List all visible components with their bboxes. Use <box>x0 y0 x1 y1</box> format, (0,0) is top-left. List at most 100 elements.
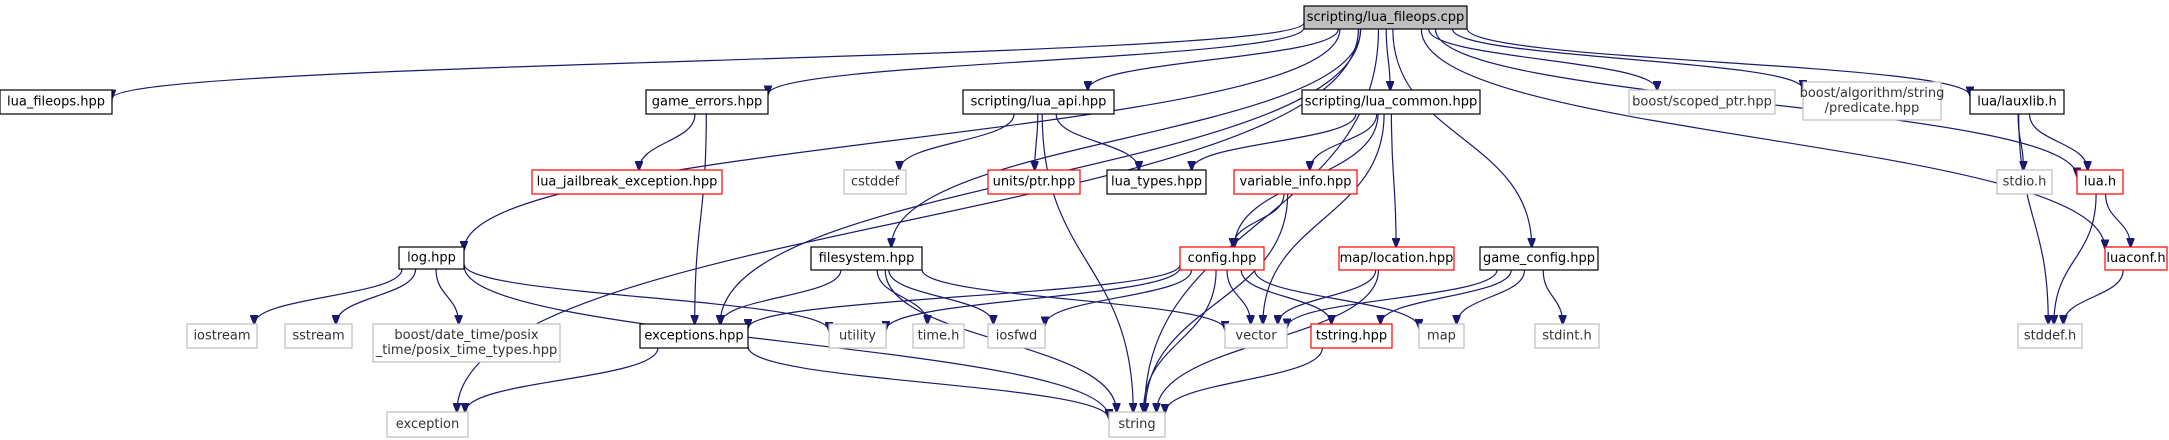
edge-game_config_hpp-to-map <box>1457 269 1526 324</box>
edge-filesystem_hpp-to-time_h <box>876 269 927 324</box>
node-boost_posix_time_types_hpp[interactable]: boost/date_time/posix_time/posix_time_ty… <box>372 323 561 363</box>
node-box-lua_h <box>2076 169 2124 195</box>
node-scripting_lua_common_hpp[interactable]: scripting/lua_common.hpp <box>1301 89 1481 115</box>
node-label-lua_h: lua.h <box>2084 175 2116 190</box>
nodes-layer: scripting/lua_fileops.cpp lua_fileops.hpp… <box>0 5 2168 438</box>
node-lua_lauxlib_h[interactable]: lua/lauxlib.h <box>1969 89 2065 115</box>
node-label-cstddef: cstddef <box>851 175 900 190</box>
node-cstddef[interactable]: cstddef <box>843 169 907 195</box>
edge-log_hpp-to-boost_posix_time_types_hpp <box>435 268 459 324</box>
edge-scripting_lua_api_hpp-to-lua_types_hpp <box>1055 113 1139 170</box>
edge-config_hpp-to-vector <box>1226 269 1251 324</box>
node-label-map: map <box>1427 329 1456 344</box>
node-box-lua_lauxlib_h <box>1969 89 2065 115</box>
node-box-units_ptr_hpp <box>987 169 1081 195</box>
node-game_config_hpp[interactable]: game_config.hpp <box>1479 246 1599 271</box>
node-box-iostream <box>186 323 258 349</box>
node-box-cstddef <box>843 169 907 195</box>
node-units_ptr_hpp[interactable]: units/ptr.hpp <box>987 169 1081 195</box>
node-label-units_ptr_hpp: units/ptr.hpp <box>993 175 1076 190</box>
node-box-lua_fileops_hpp <box>0 89 113 115</box>
node-label-boost_posix_time_types_hpp: _time/posix_time_types.hpp <box>375 343 558 358</box>
node-map_location_hpp[interactable]: map/location.hpp <box>1338 246 1455 271</box>
node-stddef_h[interactable]: stddef.h <box>2017 323 2083 349</box>
node-label-lua_fileops_hpp: lua_fileops.hpp <box>7 95 105 110</box>
node-label-stddef_h: stddef.h <box>2024 329 2076 344</box>
node-label-lua_jailbreak_exception_hpp: lua_jailbreak_exception.hpp <box>537 175 718 190</box>
node-log_hpp[interactable]: log.hpp <box>398 246 465 270</box>
node-iosfwd[interactable]: iosfwd <box>987 323 1046 349</box>
node-time_h[interactable]: time.h <box>912 323 965 349</box>
edge-filesystem_hpp-to-iosfwd <box>888 269 994 324</box>
node-scripting_lua_api_hpp[interactable]: scripting/lua_api.hpp <box>962 89 1115 115</box>
node-label-log_hpp: log.hpp <box>407 251 456 266</box>
node-label-exceptions_hpp: exceptions.hpp <box>644 329 743 344</box>
node-lua_fileops_hpp[interactable]: lua_fileops.hpp <box>0 89 113 115</box>
edge-exceptions_hpp-to-string <box>747 346 1109 419</box>
node-filesystem_hpp[interactable]: filesystem.hpp <box>810 246 923 271</box>
node-label-luaconf_h: luaconf.h <box>2106 251 2165 266</box>
node-label-boost_algorithm_string_predicate_hpp: /predicate.hpp <box>1825 101 1920 116</box>
node-box-exceptions_hpp <box>639 323 749 349</box>
node-box-utility <box>828 323 887 349</box>
edge-scripting_lua_api_hpp-to-units_ptr_hpp <box>1035 113 1038 170</box>
edge-lua_h-to-stddef_h <box>2054 193 2097 324</box>
node-game_errors_hpp[interactable]: game_errors.hpp <box>645 89 769 115</box>
edge-variable_info_hpp-to-config_hpp <box>1233 193 1285 247</box>
node-label-vector: vector <box>1235 329 1277 344</box>
node-vector[interactable]: vector <box>1224 323 1288 349</box>
edge-config_hpp-to-iosfwd <box>1045 269 1193 325</box>
node-string[interactable]: string <box>1108 411 1166 438</box>
node-variable_info_hpp[interactable]: variable_info.hpp <box>1233 169 1358 195</box>
edge-config_hpp-to-exceptions_hpp <box>748 264 1181 328</box>
node-exception[interactable]: exception <box>386 411 469 438</box>
node-box-vector <box>1224 323 1288 349</box>
node-label-time_h: time.h <box>918 329 960 344</box>
node-box-boost_scoped_ptr_hpp <box>1628 89 1776 115</box>
node-box-log_hpp <box>398 246 465 270</box>
edge-filesystem_hpp-to-vector <box>921 269 1225 330</box>
edge-root-to-luaconf_h <box>1420 28 2105 249</box>
node-map[interactable]: map <box>1418 323 1465 349</box>
node-label-tstring_hpp: tstring.hpp <box>1316 329 1387 344</box>
node-label-root: scripting/lua_fileops.cpp <box>1307 10 1465 25</box>
edge-root-to-scripting_lua_common_hpp <box>1385 28 1390 90</box>
node-stdint_h[interactable]: stdint.h <box>1534 323 1600 349</box>
node-lua_types_hpp[interactable]: lua_types.hpp <box>1106 169 1207 195</box>
node-root[interactable]: scripting/lua_fileops.cpp <box>1303 5 1468 30</box>
node-config_hpp[interactable]: config.hpp <box>1179 246 1265 271</box>
node-sstream[interactable]: sstream <box>284 323 353 349</box>
node-label-lua_types_hpp: lua_types.hpp <box>1111 175 1202 190</box>
node-iostream[interactable]: iostream <box>186 323 258 349</box>
node-lua_jailbreak_exception_hpp[interactable]: lua_jailbreak_exception.hpp <box>531 169 723 195</box>
node-boost_scoped_ptr_hpp[interactable]: boost/scoped_ptr.hpp <box>1628 89 1776 115</box>
edge-tstring_hpp-to-string <box>1165 347 1323 413</box>
node-box-scripting_lua_common_hpp <box>1301 89 1481 115</box>
edge-config_hpp-to-map <box>1254 269 1419 328</box>
node-box-config_hpp <box>1179 246 1265 271</box>
node-utility[interactable]: utility <box>828 323 887 349</box>
node-label-game_config_hpp: game_config.hpp <box>1483 251 1595 266</box>
edge-log_hpp-to-iostream <box>254 268 403 324</box>
node-stdio_h[interactable]: stdio.h <box>1996 169 2053 195</box>
node-tstring_hpp[interactable]: tstring.hpp <box>1310 323 1393 349</box>
node-box-boost_posix_time_types_hpp <box>372 323 561 363</box>
edge-root-to-game_errors_hpp <box>768 27 1305 95</box>
node-lua_h[interactable]: lua.h <box>2076 169 2124 195</box>
edge-scripting_lua_api_hpp-to-string <box>1041 113 1133 412</box>
node-box-stdint_h <box>1534 323 1600 349</box>
node-box-filesystem_hpp <box>810 246 923 271</box>
node-box-game_errors_hpp <box>645 89 769 115</box>
edge-root-to-filesystem_hpp <box>891 28 1362 247</box>
node-luaconf_h[interactable]: luaconf.h <box>2104 246 2168 271</box>
edge-game_errors_hpp-to-exceptions_hpp <box>695 113 707 324</box>
edge-game_errors_hpp-to-lua_jailbreak_exception_hpp <box>639 113 696 170</box>
node-boost_algorithm_string_predicate_hpp[interactable]: boost/algorithm/string/predicate.hpp <box>1800 81 1945 121</box>
node-exceptions_hpp[interactable]: exceptions.hpp <box>639 323 749 349</box>
node-label-iostream: iostream <box>193 329 250 344</box>
edge-map_location_hpp-to-vector <box>1278 269 1377 324</box>
edge-config_hpp-to-string <box>1143 269 1217 412</box>
node-label-string: string <box>1118 417 1155 432</box>
node-box-stddef_h <box>2017 323 2083 349</box>
